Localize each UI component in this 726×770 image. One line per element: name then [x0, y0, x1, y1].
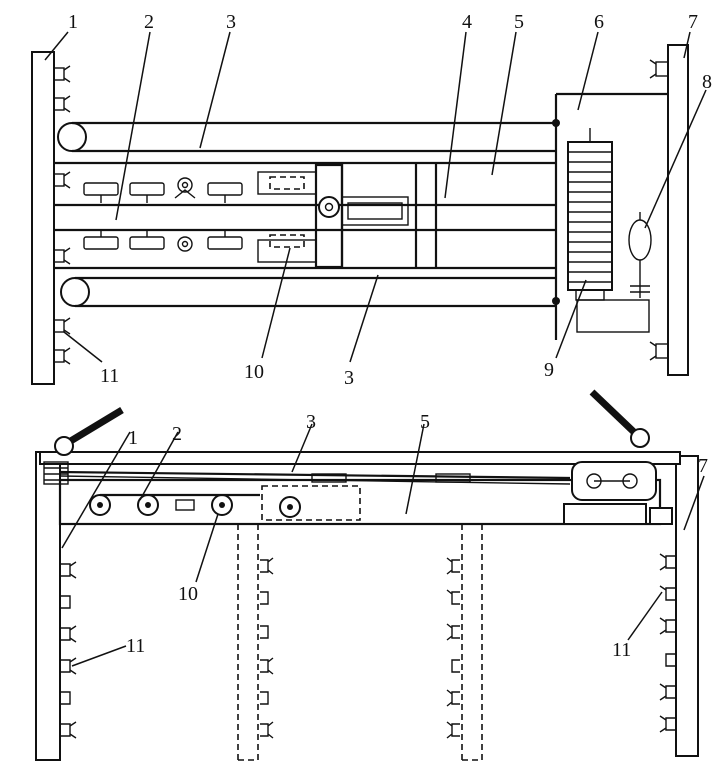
side-left-hooks [60, 561, 77, 739]
label-top-3a: 3 [226, 11, 236, 33]
lower-sheave [60, 277, 90, 307]
label-side-3: 3 [306, 411, 316, 433]
label-top-6: 6 [594, 11, 604, 33]
top-right-column [667, 44, 689, 376]
label-side-5: 5 [420, 411, 430, 433]
upper-sheave [57, 122, 87, 152]
label-top-7: 7 [688, 11, 698, 33]
top-carriage [257, 163, 438, 269]
top-trolley-lower [83, 230, 243, 252]
label-side-11b: 11 [612, 639, 631, 661]
hoist-drum [567, 128, 613, 301]
hanging-rack-2 [446, 524, 483, 761]
top-left-column [31, 51, 55, 385]
label-top-8: 8 [702, 71, 712, 93]
label-side-11a: 11 [126, 635, 145, 657]
label-side-2: 2 [172, 423, 182, 445]
label-top-1: 1 [68, 11, 78, 33]
top-trolley-upper [83, 177, 243, 203]
label-top-4: 4 [462, 11, 472, 33]
top-right-hooks [649, 59, 669, 361]
side-labels: 1 2 3 5 7 10 11 11 [126, 411, 708, 661]
top-labels: 1 2 3 4 5 6 7 8 9 10 3 11 [68, 11, 712, 389]
label-top-11: 11 [100, 365, 119, 387]
top-view [31, 31, 707, 385]
top-leaders [44, 31, 707, 363]
hanging-rack-1 [237, 524, 274, 761]
side-right-column [675, 455, 699, 757]
side-leaders [61, 423, 705, 667]
label-top-5: 5 [514, 11, 524, 33]
label-side-10: 10 [178, 583, 198, 605]
label-top-3b: 3 [344, 367, 354, 389]
brake [628, 212, 652, 298]
side-left-column [35, 451, 61, 761]
side-view [35, 389, 705, 761]
label-top-2: 2 [144, 11, 154, 33]
top-left-hooks [53, 65, 71, 365]
label-top-9: 9 [544, 359, 554, 381]
motor-box [576, 299, 650, 333]
label-side-1: 1 [128, 427, 138, 449]
label-top-10: 10 [244, 361, 264, 383]
side-right-hooks [659, 553, 676, 733]
side-trolley [89, 493, 260, 516]
label-side-7: 7 [698, 455, 708, 477]
